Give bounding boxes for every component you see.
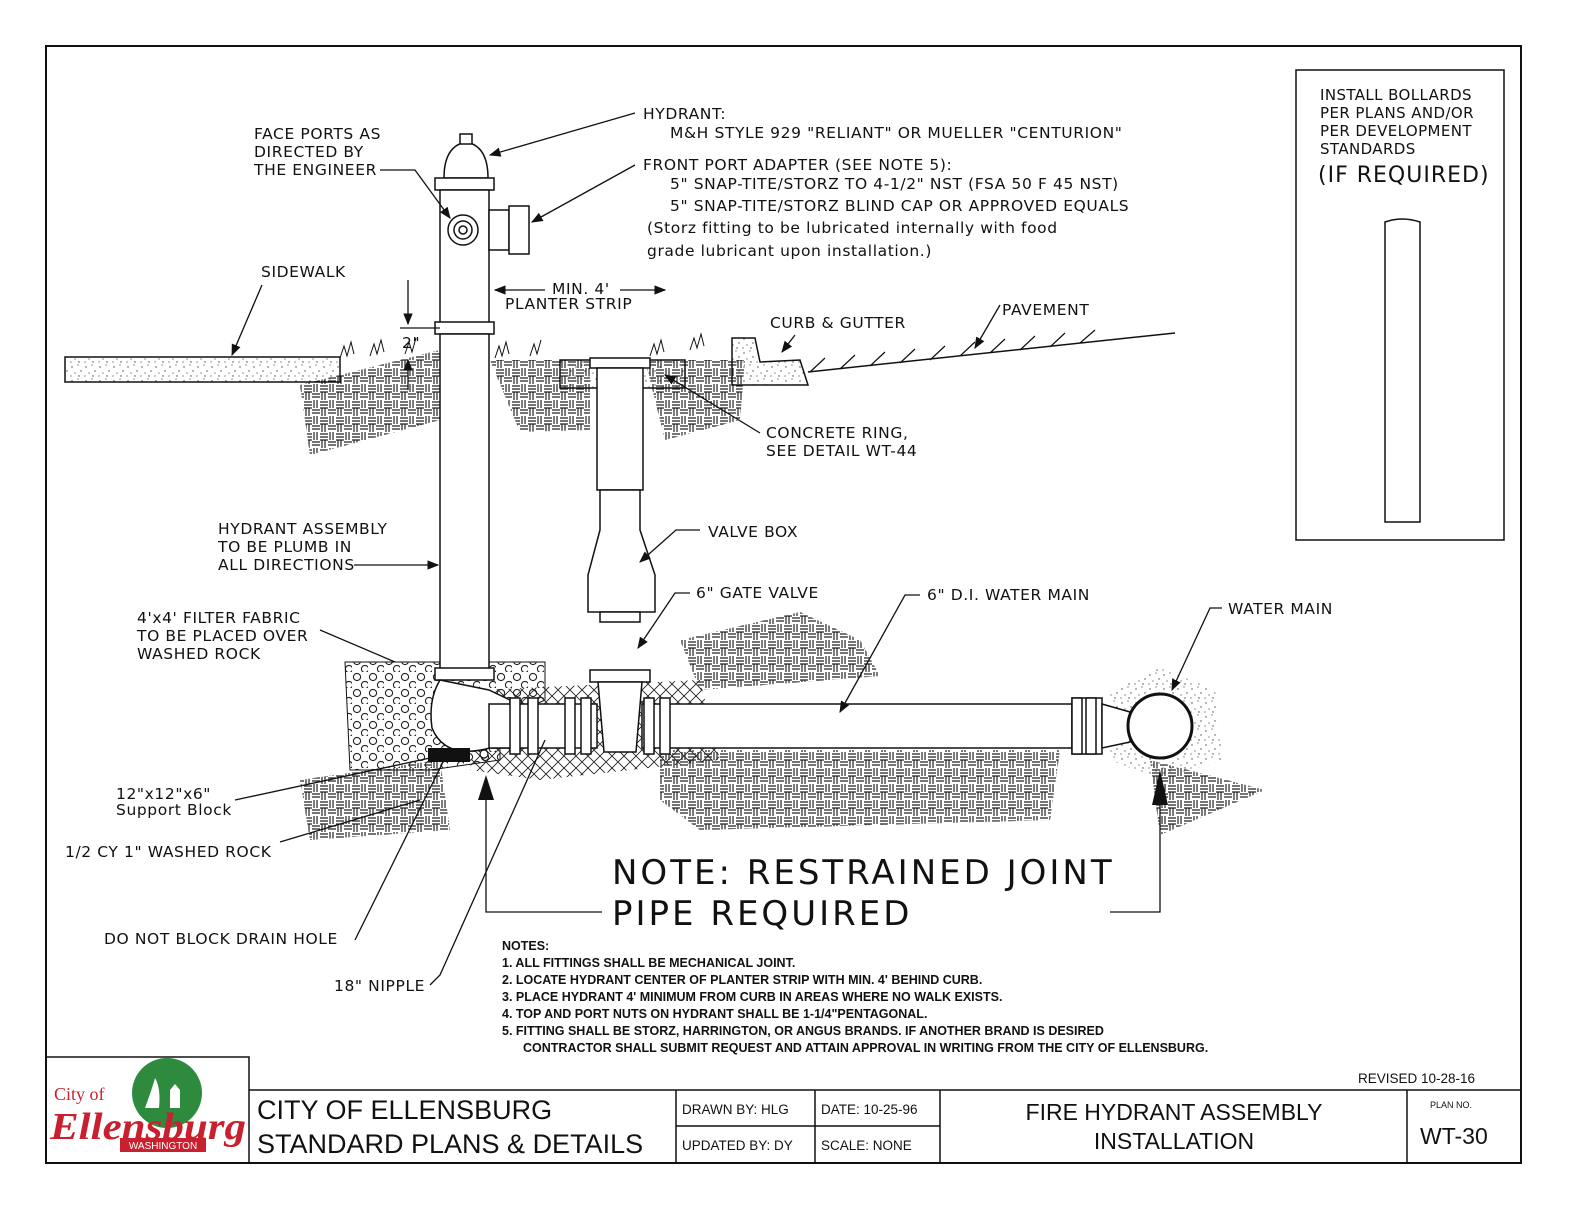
valve-box	[587, 357, 656, 623]
pavement-hatch	[809, 329, 1096, 373]
note-item: CONTRACTOR SHALL SUBMIT REQUEST AND ATTA…	[523, 1041, 1208, 1055]
curb-label: CURB & GUTTER	[770, 314, 906, 332]
note-item: 4. TOP AND PORT NUTS ON HYDRANT SHALL BE…	[502, 1007, 927, 1021]
pavement-label: PAVEMENT	[1002, 301, 1089, 319]
bollard-text: PER DEVELOPMENT	[1320, 122, 1472, 140]
date: DATE: 10-25-96	[821, 1102, 918, 1117]
water-main-label: WATER MAIN	[1228, 600, 1333, 618]
up-arrow	[1152, 770, 1168, 805]
adapter-label: FRONT PORT ADAPTER (SEE NOTE 5):	[643, 156, 952, 174]
pipe-flanges	[509, 697, 1097, 755]
two-inch-label: 2"	[402, 334, 420, 352]
logo-state-bar	[120, 1138, 206, 1152]
adapter-line: 5" SNAP-TITE/STORZ TO 4-1/2" NST (FSA 50…	[670, 175, 1119, 193]
curb-gutter	[731, 337, 810, 386]
sidewalk-label: SIDEWALK	[261, 263, 346, 281]
city-logo: City of Ellensburg WASHINGTON	[49, 1058, 246, 1152]
drain-hole	[479, 749, 489, 759]
fire-hydrant	[430, 133, 530, 752]
support-block	[428, 748, 470, 762]
callouts: HYDRANT: M&H STYLE 929 "RELIANT" OR MUEL…	[65, 105, 1333, 995]
min-4-label: MIN. 4'	[552, 280, 610, 298]
notes-heading: NOTES:	[502, 939, 549, 953]
org-line-1: CITY OF ELLENSBURG	[257, 1095, 552, 1125]
hydrant-label: HYDRANT:	[643, 105, 726, 123]
bollard-text: PER PLANS AND/OR	[1320, 104, 1474, 122]
restrained-joint-note: NOTE: RESTRAINED JOINT	[612, 853, 1115, 893]
logo-state: WASHINGTON	[129, 1141, 197, 1152]
pavement-line	[807, 332, 1176, 373]
ring-label: CONCRETE RING,	[766, 424, 908, 442]
planter-strip-label: PLANTER STRIP	[505, 295, 632, 313]
bollard-text: STANDARDS	[1320, 140, 1416, 158]
face-ports-label: THE ENGINEER	[253, 161, 377, 179]
drawn-by: DRAWN BY: HLG	[682, 1102, 789, 1117]
bollard-box	[1295, 69, 1505, 541]
gate-valve-label: 6" GATE VALVE	[696, 584, 819, 602]
face-ports-label: DIRECTED BY	[254, 143, 364, 161]
water-main-section	[1126, 692, 1194, 760]
drawing-title-2: INSTALLATION	[1094, 1128, 1254, 1154]
grass	[339, 332, 705, 359]
gate-valve	[589, 669, 651, 753]
logo-circle	[132, 1058, 202, 1128]
adapter-line: grade lubricant upon installation.)	[647, 242, 932, 260]
filter-fabric-label: TO BE PLACED OVER	[136, 627, 308, 645]
logo-city-of: City of	[54, 1084, 105, 1104]
note-item: 1. ALL FITTINGS SHALL BE MECHANICAL JOIN…	[502, 956, 795, 970]
up-arrow	[478, 775, 494, 800]
sidewalk-slab	[64, 356, 341, 383]
note-item: 5. FITTING SHALL BE STORZ, HARRINGTON, O…	[502, 1024, 1104, 1038]
plan-no-label: PLAN NO.	[1430, 1100, 1472, 1110]
plan-no: WT-30	[1420, 1123, 1488, 1149]
title-block	[46, 1056, 1521, 1163]
restrained-joint-note: PIPE REQUIRED	[612, 894, 912, 934]
sheet-border	[45, 45, 1522, 1164]
updated-by: UPDATED BY: DY	[682, 1138, 793, 1153]
filter-fabric-label: 4'x4' FILTER FABRIC	[137, 609, 301, 627]
washed-rock-label: 1/2 CY 1" WASHED ROCK	[65, 843, 272, 861]
notes-block: NOTES: 1. ALL FITTINGS SHALL BE MECHANIC…	[502, 939, 1208, 1055]
drawing-title-1: FIRE HYDRANT ASSEMBLY	[1026, 1099, 1323, 1125]
hydrant-model: M&H STYLE 929 "RELIANT" OR MUELLER "CENT…	[670, 124, 1123, 142]
plumb-label: HYDRANT ASSEMBLY	[218, 520, 388, 538]
note-item: 2. LOCATE HYDRANT CENTER OF PLANTER STRI…	[502, 973, 982, 987]
drain-hole-label: DO NOT BLOCK DRAIN HOLE	[104, 930, 338, 948]
support-block-label: 12"x12"x6"	[116, 785, 211, 803]
valve-box-label: VALVE BOX	[708, 523, 798, 541]
leader-lines	[231, 112, 1222, 986]
adapter-line: 5" SNAP-TITE/STORZ BLIND CAP OR APPROVED…	[670, 197, 1129, 215]
support-block-label: Support Block	[116, 801, 232, 819]
ring-label: SEE DETAIL WT-44	[766, 442, 917, 460]
bollard-text: INSTALL BOLLARDS	[1320, 86, 1472, 104]
logo-tree-icon	[145, 1078, 180, 1108]
scale: SCALE: NONE	[821, 1138, 912, 1153]
plumb-label: ALL DIRECTIONS	[218, 556, 355, 574]
plumb-label: TO BE PLUMB IN	[217, 538, 352, 556]
note-item: 3. PLACE HYDRANT 4' MINIMUM FROM CURB IN…	[502, 990, 1002, 1004]
face-ports-label: FACE PORTS AS	[254, 125, 381, 143]
bollard-shape	[1384, 218, 1421, 523]
nipple-label: 18" NIPPLE	[334, 977, 425, 995]
bollard-if-required: (IF REQUIRED)	[1318, 163, 1490, 188]
filter-fabric-label: WASHED ROCK	[137, 645, 261, 663]
org-line-2: STANDARD PLANS & DETAILS	[257, 1129, 643, 1159]
adapter-line: (Storz fitting to be lubricated internal…	[647, 219, 1058, 237]
di-main-label: 6" D.I. WATER MAIN	[927, 586, 1090, 604]
revised-date: REVISED 10-28-16	[1358, 1071, 1475, 1086]
